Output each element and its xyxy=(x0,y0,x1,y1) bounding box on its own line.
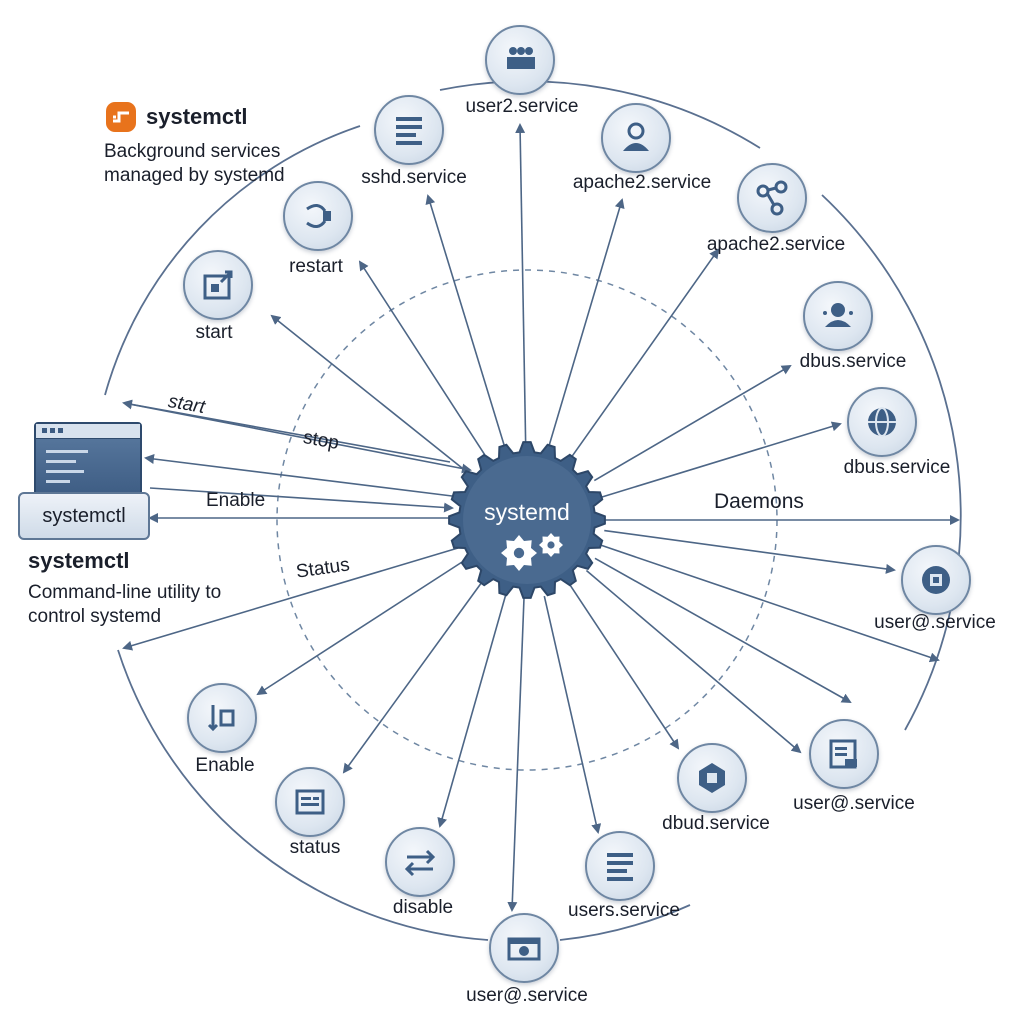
status-icon xyxy=(295,789,325,815)
connection-arrow xyxy=(270,314,467,472)
service-node[interactable] xyxy=(385,827,455,897)
service-node-label: Enable xyxy=(195,755,255,776)
service-node[interactable] xyxy=(283,181,353,251)
service-node-label: sshd.service xyxy=(361,167,467,188)
service-node-label: user2.service xyxy=(465,96,579,117)
edge-label-enable: Enable xyxy=(206,490,266,511)
connection-arrow xyxy=(425,194,505,446)
service-node[interactable] xyxy=(601,103,671,173)
service-node-label: user@.service xyxy=(874,612,996,633)
service-node-label: user@.service xyxy=(793,793,915,814)
chip-icon xyxy=(922,566,950,594)
connection-arrow xyxy=(601,421,842,498)
globe-icon xyxy=(868,407,896,437)
service-node-label: dbus.service xyxy=(843,457,951,478)
brand-title: systemctl xyxy=(146,104,248,129)
service-node-label: user@.service xyxy=(466,985,588,1006)
connection-arrow xyxy=(593,364,792,482)
service-node[interactable] xyxy=(485,25,555,95)
list-icon xyxy=(396,117,422,145)
outer-orbit-arc xyxy=(104,125,361,396)
service-node[interactable] xyxy=(901,545,971,615)
users-icon xyxy=(507,47,535,69)
swap-icon xyxy=(404,849,436,877)
systemd-hub[interactable] xyxy=(448,441,606,599)
bus-icon xyxy=(823,303,853,327)
service-node-label: users.service xyxy=(568,900,680,921)
terminal-icon xyxy=(34,422,142,502)
service-node[interactable] xyxy=(803,281,873,351)
command-arrow xyxy=(123,402,472,474)
systemctl-terminal[interactable]: systemctl xyxy=(18,422,150,540)
service-node-label: status xyxy=(289,837,341,858)
service-node-label: dbus.service xyxy=(799,351,907,372)
outer-orbit-arc xyxy=(117,649,489,941)
cli-description: Command-line utility to control systemd xyxy=(28,582,222,627)
outer-orbit-arc xyxy=(559,904,691,941)
outer-orbit-arc xyxy=(439,80,761,149)
systemctl-arrow xyxy=(144,454,453,497)
restart-icon xyxy=(306,204,331,228)
window-icon xyxy=(507,937,541,961)
connection-arrow xyxy=(571,248,720,457)
connection-arrow xyxy=(543,595,602,834)
connection-arrow xyxy=(600,544,940,663)
service-node-label: restart xyxy=(289,256,343,277)
cube-icon xyxy=(699,763,725,793)
service-node[interactable] xyxy=(737,163,807,233)
command-arrow xyxy=(149,487,454,513)
service-node-label: disable xyxy=(392,897,454,918)
terminal-title-bar xyxy=(36,424,140,439)
document-icon xyxy=(829,739,857,769)
network-icon xyxy=(756,180,788,216)
systemd-logo-icon xyxy=(106,102,136,132)
group-icon xyxy=(623,122,649,151)
connection-arrow xyxy=(342,582,482,774)
start-icon xyxy=(203,270,233,300)
connection-arrow xyxy=(585,569,802,754)
cli-title: systemctl xyxy=(28,548,130,573)
list-icon xyxy=(607,853,633,881)
connection-arrow xyxy=(507,597,525,912)
connection-arrow xyxy=(594,557,852,703)
service-node[interactable] xyxy=(847,387,917,457)
service-node[interactable] xyxy=(677,743,747,813)
hub-label: systemd xyxy=(484,499,570,525)
brand-description: Background services managed by systemd xyxy=(104,141,285,186)
connection-arrow xyxy=(515,123,527,443)
systemctl-label-box: systemctl xyxy=(18,492,150,540)
service-node[interactable] xyxy=(809,719,879,789)
systemctl-arrow xyxy=(122,547,459,651)
service-node[interactable] xyxy=(275,767,345,837)
service-node[interactable] xyxy=(183,250,253,320)
service-node-label: apache2.service xyxy=(572,172,712,193)
connection-arrow xyxy=(569,584,680,750)
service-node[interactable] xyxy=(489,913,559,983)
outer-orbit-arc xyxy=(821,194,962,731)
gears-icon xyxy=(501,533,563,571)
terminal-text-lines xyxy=(46,450,88,483)
connection-arrow xyxy=(256,561,462,696)
service-node[interactable] xyxy=(374,95,444,165)
daemons-label: Daemons xyxy=(714,490,804,513)
service-node-label: start xyxy=(195,322,233,343)
connection-arrow xyxy=(548,198,625,446)
connection-arrow xyxy=(358,260,486,455)
service-node[interactable] xyxy=(585,831,655,901)
enable-icon xyxy=(207,705,235,732)
service-node-label: apache2.service xyxy=(706,234,846,255)
connection-arrow xyxy=(437,594,507,828)
connection-arrow xyxy=(604,529,896,574)
service-node-label: dbud.service xyxy=(662,813,770,834)
service-node[interactable] xyxy=(187,683,257,753)
